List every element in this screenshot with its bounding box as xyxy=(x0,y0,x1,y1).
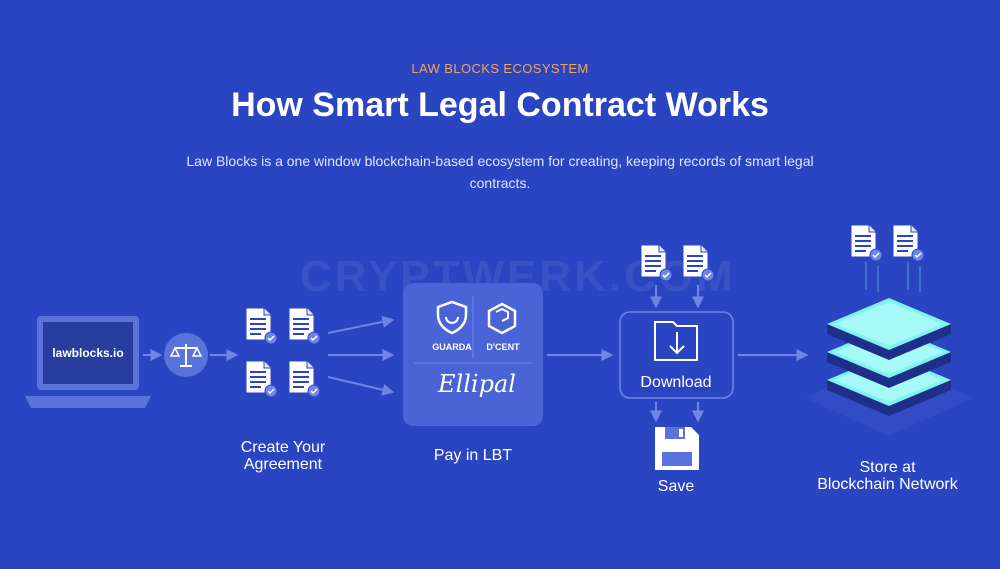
shield-icon xyxy=(436,300,468,335)
store-label: Store at Blockchain Network xyxy=(790,459,985,493)
laptop-screen-text: lawblocks.io xyxy=(52,346,124,360)
agreement-label-line2: Agreement xyxy=(243,456,323,473)
download-label: Download xyxy=(640,374,712,391)
save-floppy-icon xyxy=(655,427,699,470)
download-box xyxy=(619,311,734,399)
arrows-download-to-save xyxy=(650,402,704,423)
agreement-documents-icon xyxy=(245,307,321,398)
eyebrow-label: LAW BLOCKS ECOSYSTEM xyxy=(411,61,589,76)
wallet-guarda-label: GUARDA xyxy=(432,342,472,352)
store-label-line2: Blockchain Network xyxy=(817,476,958,493)
wallet-ellipal-logo: Ellipal xyxy=(438,370,516,398)
blockchain-server-icon xyxy=(805,298,973,436)
store-glow-lines xyxy=(865,262,921,292)
dcent-hexagon-icon xyxy=(487,302,517,335)
download-documents-icon xyxy=(640,244,715,282)
store-documents-icon xyxy=(850,224,925,262)
arrows-agreement-to-pay xyxy=(327,316,395,396)
save-label: Save xyxy=(657,478,695,495)
pay-label: Pay in LBT xyxy=(433,447,513,464)
page-subtitle: Law Blocks is a one window blockchain-ba… xyxy=(186,153,814,191)
page-title: How Smart Legal Contract Works xyxy=(231,86,769,124)
agreement-label: Create Your Agreement xyxy=(213,439,353,473)
laptop-icon xyxy=(25,316,151,408)
agreement-label-line1: Create Your xyxy=(240,439,326,456)
scales-icon xyxy=(164,333,208,377)
arrows-documents-to-download xyxy=(650,285,704,309)
store-label-line1: Store at xyxy=(859,459,916,476)
wallet-dcent-label: D'CENT xyxy=(486,342,520,352)
download-folder-icon xyxy=(654,321,698,361)
